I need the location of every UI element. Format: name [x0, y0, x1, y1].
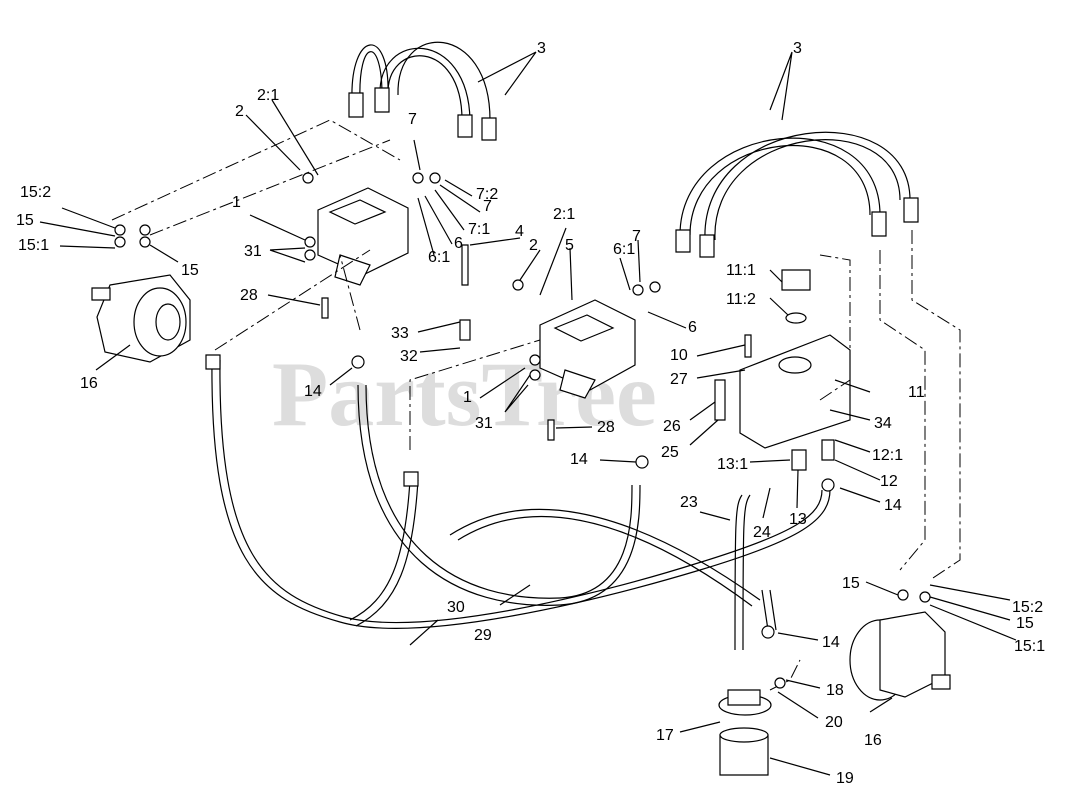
label-29: 29 — [474, 627, 492, 644]
label-14: 14 — [884, 497, 902, 514]
label-12: 12 — [880, 473, 898, 490]
reservoir-tank — [739, 269, 851, 449]
label-7: 7 — [483, 198, 492, 215]
label-7-2: 7:2 — [476, 186, 498, 203]
label-16: 16 — [864, 732, 882, 749]
pump-left — [317, 187, 409, 286]
label-33: 33 — [391, 325, 409, 342]
label-34: 34 — [874, 415, 892, 432]
label-13-1: 13:1 — [717, 456, 748, 473]
label-6-1: 6:1 — [428, 249, 450, 266]
label-10: 10 — [670, 347, 688, 364]
label-6: 6 — [688, 319, 697, 336]
filter-assembly — [718, 689, 772, 776]
label-15-1: 15:1 — [1014, 638, 1045, 655]
label-13: 13 — [789, 511, 807, 528]
label-3: 3 — [537, 40, 546, 57]
label-15: 15 — [181, 262, 199, 279]
assembly-lines — [111, 119, 961, 691]
label-3: 3 — [793, 40, 802, 57]
leader-lines — [39, 51, 1017, 776]
hose-23 — [734, 494, 777, 651]
label-27: 27 — [670, 371, 688, 388]
hose-set-left — [348, 41, 497, 141]
label-28: 28 — [240, 287, 258, 304]
wheel-motor-right — [849, 611, 951, 701]
label-14: 14 — [822, 634, 840, 651]
label-19: 19 — [836, 770, 854, 787]
label-7: 7 — [632, 228, 641, 245]
label-15-2: 15:2 — [1012, 599, 1043, 616]
label-6: 6 — [454, 235, 463, 252]
label-32: 32 — [400, 348, 418, 365]
label-15: 15 — [842, 575, 860, 592]
label-1: 1 — [463, 389, 472, 406]
fittings — [114, 172, 931, 689]
label-15-2: 15:2 — [20, 184, 51, 201]
label-20: 20 — [825, 714, 843, 731]
label-15: 15 — [16, 212, 34, 229]
label-17: 17 — [656, 727, 674, 744]
label-5: 5 — [565, 237, 574, 254]
label-4: 4 — [515, 223, 524, 240]
label-7: 7 — [408, 111, 417, 128]
label-2: 2 — [235, 103, 244, 120]
label-23: 23 — [680, 494, 698, 511]
label-31: 31 — [475, 415, 493, 432]
label-25: 25 — [661, 444, 679, 461]
label-24: 24 — [753, 524, 771, 541]
label-14: 14 — [304, 383, 322, 400]
label-31: 31 — [244, 243, 262, 260]
wheel-motor-left — [91, 274, 191, 363]
label-18: 18 — [826, 682, 844, 699]
label-16: 16 — [80, 375, 98, 392]
hoses-29-30 — [211, 359, 831, 629]
hose-set-right — [675, 131, 919, 258]
label-2: 2 — [529, 237, 538, 254]
label-2-1: 2:1 — [553, 206, 575, 223]
label-1: 1 — [232, 194, 241, 211]
label-2-1: 2:1 — [257, 87, 279, 104]
label-15-1: 15:1 — [18, 237, 49, 254]
pump-center — [539, 299, 636, 399]
label-7-1: 7:1 — [468, 221, 490, 238]
label-11: 11 — [908, 384, 925, 401]
label-26: 26 — [663, 418, 681, 435]
label-30: 30 — [447, 599, 465, 616]
label-6-1: 6:1 — [613, 241, 635, 258]
label-14: 14 — [570, 451, 588, 468]
callout-labels: 3 3 2:1 2 7 15:2 15 15:1 15 1 31 28 16 1… — [16, 40, 1045, 787]
label-15: 15 — [1016, 615, 1034, 632]
label-11-2: 11:2 — [726, 291, 756, 308]
label-12-1: 12:1 — [872, 447, 903, 464]
label-28: 28 — [597, 419, 615, 436]
label-11-1: 11:1 — [726, 262, 756, 279]
